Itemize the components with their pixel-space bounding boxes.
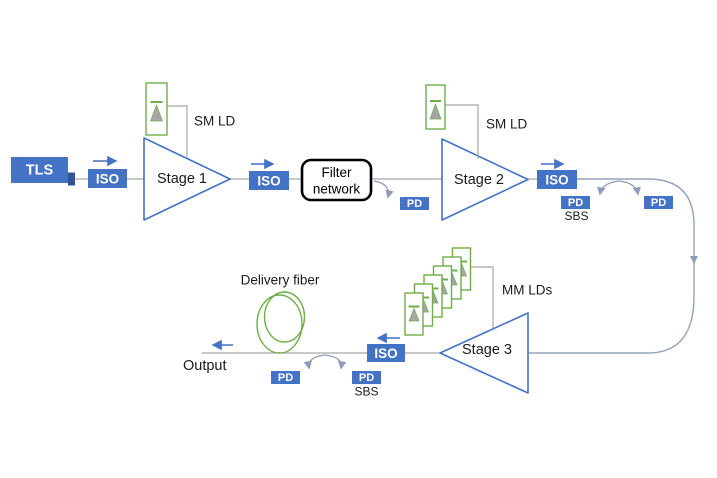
stage3-label: Stage 3 [462, 342, 512, 358]
tap-arrow-right [618, 180, 641, 196]
iso1-box [88, 169, 127, 188]
iso3-label: ISO [545, 173, 568, 188]
tls-connector-nub [68, 172, 75, 186]
tls-label: TLS [26, 163, 54, 179]
stage2-amplifier [441, 138, 529, 221]
photodiode-sbs-stage2: PD SBS [561, 196, 590, 223]
filter-network-box [300, 158, 373, 202]
pd5-box [352, 371, 381, 384]
pd3-label: PD [651, 197, 666, 209]
tap-coupler-stage2-output [597, 180, 641, 196]
isolator-3: ISO [537, 170, 577, 189]
pd1-label: PD [407, 198, 422, 210]
down-arrow-icon [690, 256, 698, 264]
sbs-label-stage2: SBS [564, 209, 588, 223]
tap-coupler-stage3-output [303, 354, 347, 370]
photodiode-sbs-stage3: PD SBS [352, 371, 381, 399]
laser-diode-1 [404, 292, 424, 336]
photodiode-forward-stage2: PD [644, 196, 673, 209]
mmlds-label: MM LDs [502, 283, 552, 298]
smld2-label: SM LD [486, 117, 528, 132]
iso3-box [537, 170, 577, 189]
filter-label-line2: network [313, 182, 361, 197]
iso4-label: ISO [374, 346, 397, 361]
tap-arrow-filter-pd [373, 180, 394, 199]
iso2-label: ISO [257, 174, 280, 189]
mm-laser-diode-stack [404, 247, 494, 336]
tls-source: TLS [11, 157, 75, 186]
photodiode-forward-stage3: PD [271, 371, 300, 384]
output-label: Output [183, 358, 227, 374]
connector-smld1-stage1 [167, 105, 188, 158]
stage2-label: Stage 2 [454, 172, 504, 188]
tap-arrow-left [303, 354, 326, 370]
tap-arrow-left [597, 180, 620, 196]
pd1-box [400, 197, 429, 210]
iso2-box [249, 171, 289, 190]
delivery-fiber-coil [256, 291, 306, 354]
stage1-amplifier [143, 137, 231, 221]
delivery-fiber-label: Delivery fiber [241, 273, 320, 288]
iso1-label: ISO [96, 172, 119, 187]
pd5-label: PD [359, 372, 374, 384]
sbs-label-stage3: SBS [354, 385, 378, 399]
pd2-label: PD [568, 197, 583, 209]
tap-arrow-right [324, 354, 347, 370]
connector-smld2-stage2 [445, 104, 479, 159]
diode-triangle-icon [429, 102, 442, 120]
smld1-label: SM LD [194, 114, 236, 129]
sm-laser-diode-2 [425, 84, 479, 159]
iso4-box [367, 344, 405, 362]
stage3-amplifier [439, 312, 529, 394]
filter-label-line1: Filter [322, 165, 353, 180]
pd2-box [561, 196, 590, 209]
isolator-2: ISO [249, 171, 289, 190]
filter-network: Filter network [300, 158, 373, 202]
photodiode-filter: PD [400, 197, 429, 210]
pd4-label: PD [278, 372, 293, 384]
isolator-1: ISO [88, 169, 127, 188]
isolator-4: ISO [367, 344, 405, 362]
sm-laser-diode-1 [145, 82, 188, 158]
pd4-box [271, 371, 300, 384]
diode-triangle-icon [149, 104, 164, 122]
stage1-label: Stage 1 [157, 171, 207, 187]
connector-mmlds-stage3 [471, 266, 494, 328]
tls-box [11, 157, 68, 183]
pd3-box [644, 196, 673, 209]
